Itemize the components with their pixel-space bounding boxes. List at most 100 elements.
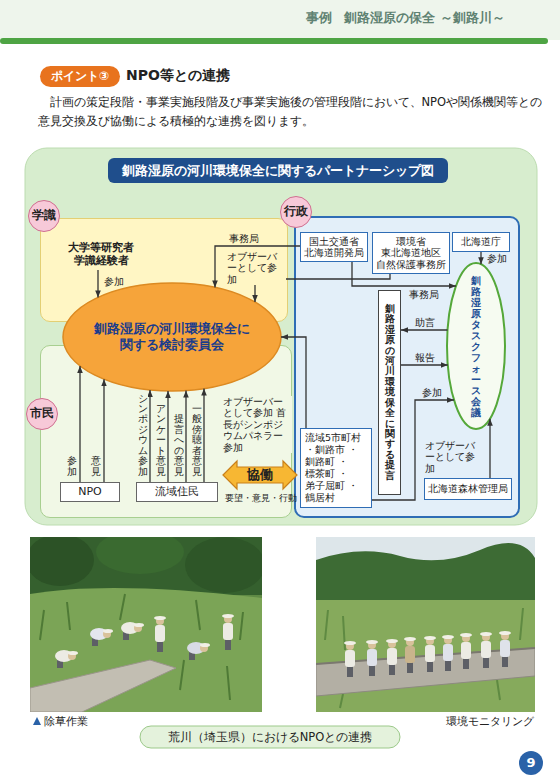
label-holder: 事例 <box>306 10 332 26</box>
photo-caption: 環境モニタリング <box>430 715 534 728</box>
label-holder: 要望・意見・行動 <box>223 493 299 504</box>
label-holder: 計画の策定段階・事業実施段階及び事業実施後の管理段階において、NPOや関係機関等… <box>38 93 543 131</box>
taskforce-ellipse: 釧路湿原タスクフォース会議 <box>446 262 506 430</box>
edge-label: オブザーバーとして参加 <box>424 440 484 474</box>
node-text: 流域住民 <box>155 485 199 498</box>
person-figure <box>90 628 113 646</box>
person-figure <box>55 650 78 668</box>
label-holder: アンケート意見 <box>156 404 166 477</box>
edge-label: 参加 <box>421 387 443 398</box>
section-heading: NPO等との連携 <box>126 67 230 85</box>
collaboration-arrow: 協働 <box>222 460 298 490</box>
label-holder: 釧路湿原の河川環境保全に関するパートナーシップ図 <box>108 158 448 183</box>
edge-label: 参加 <box>486 253 508 264</box>
label-holder: 参加 <box>67 456 77 477</box>
person-figure <box>460 633 472 669</box>
node-text: 釧路湿原の河川環境保全に関する提言 <box>385 304 395 481</box>
connector <box>149 390 150 482</box>
researcher-group: 大学等研究者 学識経験者 <box>62 238 140 270</box>
node-text: 北海道森林管理局 <box>428 483 508 494</box>
connector <box>103 379 104 482</box>
node-text: 釧路湿原タスクフォース会議 <box>471 275 481 418</box>
header-title: 釧路湿原の保全 ～釧路川～ <box>344 10 505 26</box>
edge-label: オブザーバーとして参加 首長がシンポジウムパネラー参加 <box>222 396 292 453</box>
photo-tree <box>96 537 184 574</box>
person-figure <box>154 616 166 652</box>
caption-triangle <box>33 717 41 725</box>
label-holder: 報告 <box>414 352 436 363</box>
person-figure <box>404 637 416 673</box>
ellipse-shape <box>63 283 281 391</box>
region-heading: 市民 <box>26 398 58 430</box>
caption-pill <box>140 726 400 748</box>
person-figure <box>480 632 492 668</box>
node-text: 流域5市町村 ・釧路市 ・釧路町 ・標茶町 ・弟子屈町 ・鶴居村 <box>305 432 367 503</box>
connector <box>401 364 448 365</box>
label-holder: 荒川（埼玉県）におけるNPOとの連携 <box>140 726 400 748</box>
node-text: ポイント③ <box>51 69 109 83</box>
region-heading: 学識 <box>28 200 60 232</box>
committee-ellipse: 釧路湿原の河川環境保全に関する検討委員会 <box>62 282 282 392</box>
edge-label: 参加 <box>67 456 77 477</box>
person-figure <box>442 635 454 671</box>
node-text: 環境省 東北海道地区 自然保護事務所 <box>376 236 446 270</box>
connector <box>185 391 186 482</box>
node-text: 釧路湿原の河川環境保全に関する検討委員会 <box>92 321 252 352</box>
connector <box>167 391 168 482</box>
edge-label: 事務局 <box>228 233 260 244</box>
header-band <box>0 0 560 40</box>
person-figure <box>366 640 378 676</box>
diagram-panel <box>25 148 537 525</box>
header-label: 事例 <box>306 10 332 26</box>
edge-label: 助言 <box>414 317 436 328</box>
figure-caption: 荒川（埼玉県）におけるNPOとの連携 <box>140 726 400 748</box>
connector <box>203 389 204 482</box>
connector <box>401 329 448 330</box>
label-holder: 一般傍聴者意見 <box>192 404 202 477</box>
photo-caption: 除草作業 <box>44 715 88 728</box>
label-holder: オブザーバーとして参加 <box>424 440 484 474</box>
label-holder: 提言への意見 <box>174 414 184 477</box>
resident-box: 流域住民 <box>136 482 218 502</box>
person-figure <box>499 631 511 667</box>
edge-label: 提言への意見 <box>174 414 184 477</box>
photo-grass <box>30 588 262 712</box>
collaboration-note: 要望・意見・行動 <box>223 493 299 504</box>
prefecture-box: 北海道庁 <box>452 232 510 252</box>
label-holder: 釧路湿原の保全 ～釧路川～ <box>344 10 505 26</box>
connector <box>215 246 300 287</box>
label-holder: 参加 <box>421 387 443 398</box>
ellipse-shape <box>447 263 505 429</box>
node-text: 協働 <box>247 467 273 483</box>
weeding-photo <box>30 537 262 712</box>
municipality-box: 流域5市町村 ・釧路市 ・釧路町 ・標茶町 ・弟子屈町 ・鶴居村 <box>300 428 372 508</box>
edge-label: 事務局 <box>408 289 440 300</box>
node-text: 国土交通省 北海道開発局 <box>304 236 364 259</box>
node-text: NPO <box>78 485 102 498</box>
photo-tree <box>185 537 262 593</box>
label-holder: NPO等との連携 <box>126 67 230 85</box>
node-text: 北海道庁 <box>461 236 501 247</box>
edge-label: 報告 <box>414 352 436 363</box>
page-number-badge <box>519 751 543 775</box>
label-holder: 除草作業 <box>44 715 88 728</box>
diagram-title: 釧路湿原の河川環境保全に関するパートナーシップ図 <box>108 158 448 183</box>
photo-trees <box>316 543 535 606</box>
label-holder: オブザーバーとして参加 首長がシンポジウムパネラー参加 <box>222 396 292 453</box>
connector <box>97 270 98 297</box>
edge-label: オブザーバーとして参加 <box>226 251 286 285</box>
person-figure <box>386 639 398 675</box>
page-number: 9 <box>519 754 543 771</box>
edge-label: 参加 <box>103 276 125 287</box>
region-heading: 行政 <box>280 196 312 228</box>
connector <box>480 252 481 264</box>
ministry-box: 国土交通省 北海道開発局 <box>300 232 368 262</box>
header-rule <box>0 38 548 44</box>
label-holder: 助言 <box>414 317 436 328</box>
person-figure <box>424 636 436 672</box>
connector <box>79 366 80 482</box>
label-holder: 事務局 <box>228 233 260 244</box>
double-arrow-polygon <box>223 461 297 489</box>
edge-label: 意見 <box>91 456 101 477</box>
edge-label: 一般傍聴者意見 <box>192 404 202 477</box>
